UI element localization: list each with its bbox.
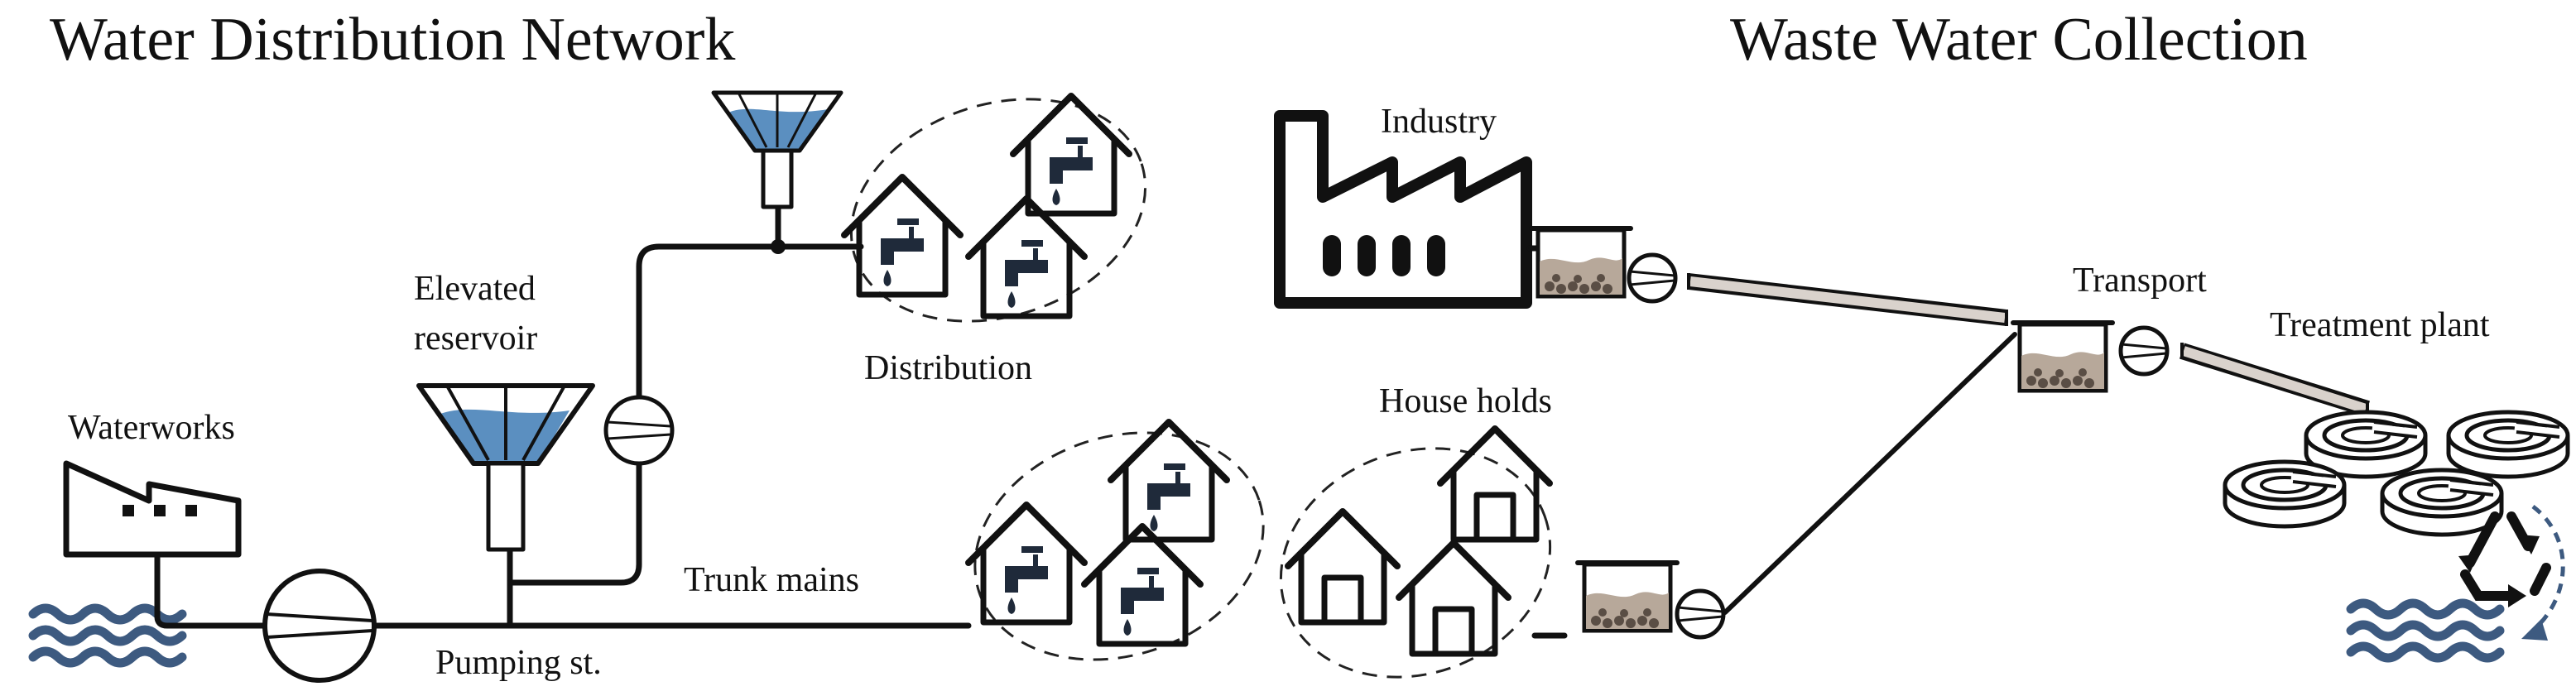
booster-pump-icon — [603, 395, 675, 466]
upper-reservoir-icon — [711, 90, 843, 209]
elevated-reservoir-label-line1: Elevated — [414, 270, 536, 308]
distribution-feed-pipe — [636, 243, 864, 399]
pump-icon — [2121, 328, 2167, 374]
pump-icon — [1677, 591, 1723, 637]
distribution-zone-lower — [973, 431, 1265, 661]
house-tap-icon — [844, 177, 960, 295]
treatment-plant-label: Treatment plant — [2270, 306, 2490, 344]
distribution-label: Distribution — [864, 349, 1032, 387]
water-waves-icon — [2351, 603, 2500, 658]
waterworks-factory-icon — [63, 460, 242, 558]
sewer-pipe-icon — [2180, 343, 2370, 417]
distribution-zone-upper — [849, 98, 1147, 323]
pipe-junction — [771, 239, 786, 254]
sewer-pipe-icon — [1687, 273, 2008, 326]
house-tap-icon — [1013, 96, 1129, 214]
settling-basin-icon — [2382, 470, 2502, 535]
transport-label: Transport — [2073, 262, 2207, 300]
left-title: Water Distribution Network — [50, 6, 735, 74]
house-icon — [1288, 511, 1397, 622]
sewage-tank-icon — [1578, 563, 1677, 631]
pumping-station-label: Pumping st. — [435, 644, 602, 682]
elevated-reservoir-label-line2: reservoir — [414, 319, 537, 358]
pump-icon — [1629, 255, 1675, 301]
industry-label: Industry — [1381, 103, 1497, 141]
elevated-reservoir-icon — [416, 383, 595, 552]
house-icon — [1440, 429, 1550, 540]
settling-basin-icon — [2225, 462, 2344, 526]
sewage-tank-icon — [1531, 228, 1631, 296]
trunk-mains-label: Trunk mains — [684, 561, 859, 599]
industry-factory-icon — [1274, 110, 1532, 309]
house-tap-icon — [1084, 526, 1200, 644]
waterworks-label: Waterworks — [68, 409, 235, 447]
house-icon — [1399, 543, 1508, 654]
house-holds-label: House holds — [1379, 382, 1552, 420]
household-sewer-line — [1723, 332, 2017, 615]
booster-feed-pipe — [507, 462, 642, 586]
households-zone — [1279, 447, 1552, 679]
right-title: Waste Water Collection — [1730, 6, 2308, 74]
intake-pipe — [154, 553, 268, 629]
recycle-icon — [2458, 511, 2551, 607]
main-pump-icon — [262, 569, 377, 683]
settling-basin-icon — [2449, 412, 2568, 477]
discharge-arrow-icon — [2521, 505, 2565, 641]
house-tap-icon — [1111, 422, 1227, 540]
sewage-tank-icon — [2013, 323, 2112, 391]
